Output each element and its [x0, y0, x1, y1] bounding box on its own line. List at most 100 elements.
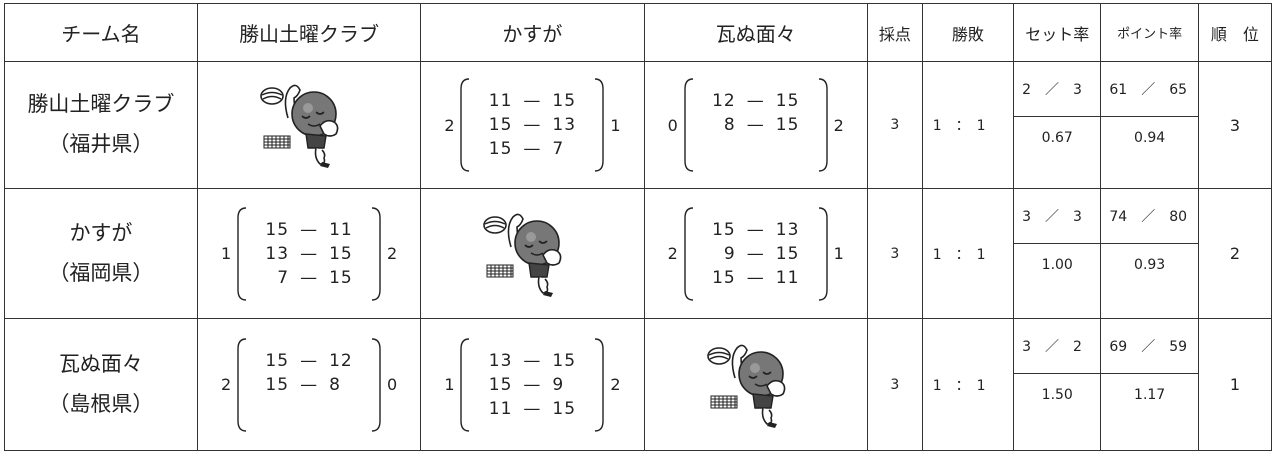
team-prefecture: （福井県） [48, 132, 154, 156]
rank-cell: 3 [1197, 61, 1273, 189]
team-name-cell: 瓦ぬ面々 （島根県） [4, 318, 198, 451]
header-col2: かすが [420, 3, 645, 62]
sets-won-right: 0 [386, 375, 398, 394]
score-cell: 3 [866, 188, 923, 319]
team-prefecture: （島根県） [48, 391, 154, 416]
set-dash: — [300, 374, 319, 395]
header-col3: 瓦ぬ面々 [643, 3, 868, 62]
set-points-home: 11 [488, 398, 513, 419]
match-cell [420, 188, 645, 319]
league-table: チーム名 勝山土曜クラブ かすが 瓦ぬ面々 採点 勝敗 セット率 ポイント率 順… [4, 3, 1273, 451]
set-rate: 1.50 [1041, 387, 1073, 403]
score-cell: 3 [866, 61, 923, 189]
set-points-home: 15 [265, 219, 290, 240]
set-score-line [234, 397, 384, 421]
left-bracket [684, 206, 693, 301]
right-bracket [372, 206, 381, 301]
set-points-away: 15 [329, 267, 353, 288]
sets-won-left: 1 [444, 375, 455, 394]
set-dash: — [746, 219, 765, 240]
left-bracket [460, 337, 470, 432]
set-points-away: 11 [775, 267, 800, 288]
set-score-line: 15—8 [234, 373, 384, 397]
left-bracket [684, 78, 693, 172]
set-points-away: 13 [775, 219, 800, 240]
set-points-home [257, 397, 289, 421]
team-name: 瓦ぬ面々 [58, 351, 143, 376]
set-dash [289, 397, 329, 421]
sets-won-left: 0 [667, 115, 678, 135]
team-name-cell: かすが （福岡県） [4, 188, 198, 319]
set-dash: — [523, 91, 542, 111]
sets-won-left: 2 [444, 115, 455, 135]
set-points-home: 15 [488, 115, 513, 135]
winloss-cell: 1 ： 1 [921, 61, 1015, 189]
set-score-line: 15 — 11 [681, 266, 831, 290]
volleyball-mascot-icon [483, 213, 562, 297]
set-ratio: 2 ／ 3 [1014, 62, 1101, 117]
winloss-cell: 1 ： 1 [921, 318, 1015, 451]
header-winloss: 勝敗 [921, 3, 1015, 62]
set-score-line: 15—12 [234, 349, 384, 373]
set-points-home: 15 [712, 267, 736, 288]
set-score-line: 8—15 [681, 113, 831, 137]
set-score-line: 12—15 [681, 89, 831, 113]
set-points-home: 8 [723, 115, 736, 135]
sets-won-right: 2 [833, 115, 844, 135]
header-row: チーム名 勝山土曜クラブ かすが 瓦ぬ面々 採点 勝敗 セット率 ポイント率 順… [4, 3, 1273, 62]
set-score-line: 15—7 [457, 137, 607, 161]
header-point-rate: ポイント率 [1100, 3, 1199, 62]
set-score-line: 15—13 [457, 113, 607, 137]
team-name: かすが [69, 220, 133, 245]
set-dash: — [523, 350, 542, 371]
set-points-home: 15 [265, 350, 290, 371]
set-dash: — [523, 139, 542, 159]
team-prefecture: （福岡県） [48, 260, 154, 285]
set-points-home: 15 [488, 374, 513, 395]
right-bracket [818, 206, 828, 301]
point-ratio: 61 ／ 65 [1101, 62, 1198, 117]
set-points-away: 15 [329, 243, 353, 264]
sets-won-right: 1 [833, 244, 844, 263]
set-points-home: 7 [277, 267, 290, 288]
header-col1: 勝山土曜クラブ [196, 3, 422, 62]
right-bracket [595, 78, 605, 172]
set-ratio: 3 ／ 3 [1014, 189, 1101, 244]
set-points-away: 11 [329, 219, 353, 240]
set-points-away: 8 [329, 374, 341, 395]
match-cell [643, 318, 868, 451]
set-dash: — [746, 267, 765, 288]
set-dash: — [300, 219, 319, 240]
right-bracket [372, 337, 381, 432]
header-team: チーム名 [4, 3, 198, 62]
sets-won-right: 1 [610, 115, 621, 135]
left-bracket [237, 206, 247, 301]
set-points-away: 15 [552, 350, 577, 371]
set-score-line: 15 — 11 [234, 218, 384, 242]
set-dash [736, 137, 776, 161]
set-score-line: 15—9 [457, 373, 607, 397]
rank-cell: 1 [1197, 318, 1273, 451]
score-cell: 3 [866, 318, 923, 451]
set-score-line: 15—13 [681, 218, 831, 242]
